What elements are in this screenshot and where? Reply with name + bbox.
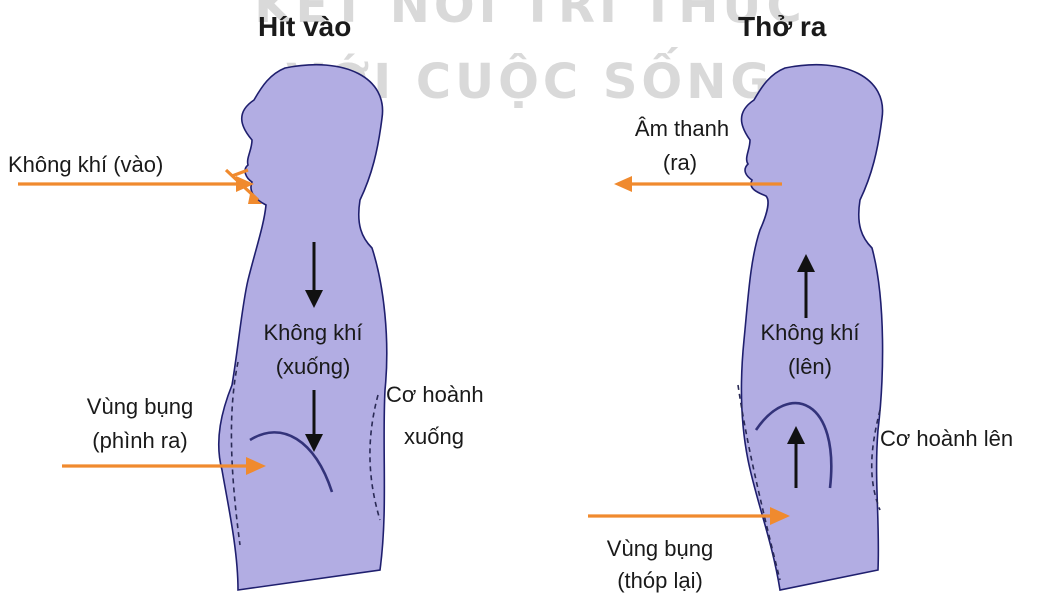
inhale-diaphragm-label-2: xuống	[404, 424, 464, 449]
inhale-air-down-label-2: (xuống)	[276, 354, 351, 379]
inhale-belly-label-2: (phình ra)	[92, 428, 187, 453]
inhale-belly-label-1: Vùng bụng	[87, 394, 193, 419]
exhale-diaphragm-label: Cơ hoành lên	[880, 426, 1013, 451]
inhale-title: Hít vào	[258, 11, 351, 42]
exhale-sound-label-1: Âm thanh	[635, 116, 729, 141]
exhale-belly-label-2: (thóp lại)	[617, 568, 703, 593]
inhale-air-down-label-1: Không khí	[263, 320, 362, 345]
exhale-sound-label-2: (ra)	[663, 150, 697, 175]
exhale-air-up-label-2: (lên)	[788, 354, 832, 379]
exhale-air-up-label-1: Không khí	[760, 320, 859, 345]
inhale-air-in-label: Không khí (vào)	[8, 152, 163, 177]
exhale-title: Thở ra	[738, 11, 827, 42]
exhale-belly-label-1: Vùng bụng	[607, 536, 713, 561]
inhale-diaphragm-label-1: Cơ hoành	[386, 382, 484, 407]
exhale-belly-arrow	[588, 507, 790, 525]
